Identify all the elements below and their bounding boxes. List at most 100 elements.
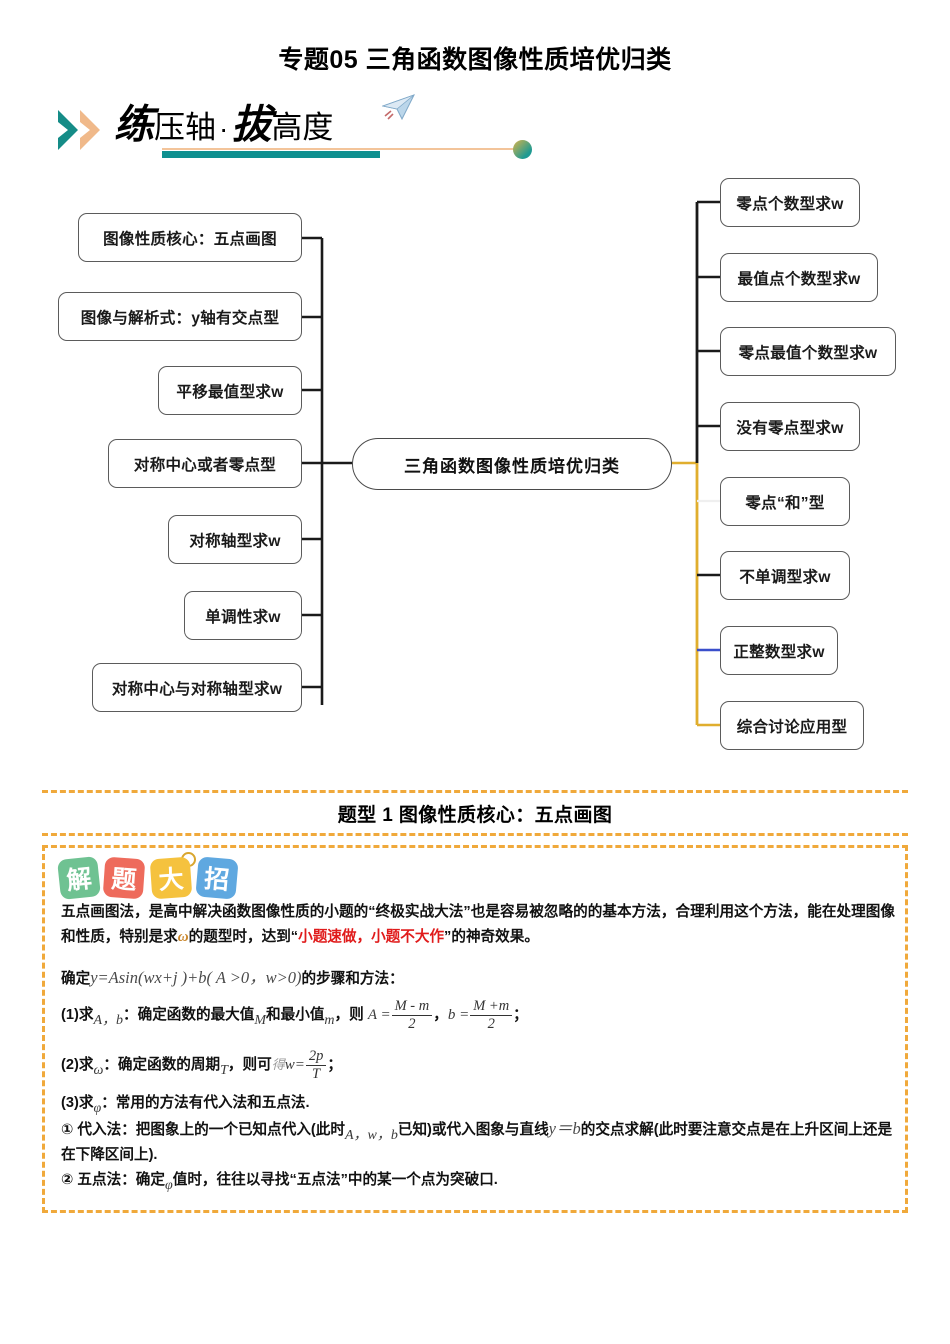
fraction-numerator: M - m [391,998,433,1016]
node-label: 零点最值个数型求w [738,344,878,362]
item-1-part-c: 的交点求解(此时要注意交点是在上升区间上还是在下降区间上). [61,1122,893,1163]
node-label: 对称轴型求w [189,532,281,550]
node-label: 综合讨论应用型 [736,718,848,736]
badge-tile-4: 招 [195,856,239,900]
mindmap-node-left-5[interactable]: 对称轴型求w [168,515,302,564]
banner-dot-sep: · [219,113,229,144]
intro-paragraph: 五点画图法，是高中解决函数图像性质的小题的“终极实战大法”也是容易被忽略的的基本… [61,900,895,950]
node-label: 零点“和”型 [745,494,825,512]
node-label: 单调性求w [205,608,281,626]
section-header-label: 题型 1 图像性质核心：五点画图 [337,804,613,826]
node-label: 对称中心与对称轴型求w [111,680,283,698]
mindmap-node-right-1[interactable]: 零点个数型求w [720,178,860,227]
item-2-line: ② 五点法：确定φ值时，往往以寻找“五点法”中的某一个点为突破口. [61,1168,895,1193]
node-label: 最值点个数型求w [737,270,861,288]
step-1-comma: ， [433,1007,448,1024]
step-2-period-symbol: T [220,1063,228,1079]
formula-prefix: 确定 [61,971,91,987]
banner-seg-1: 练 [114,102,154,147]
step-1-min-symbol: m [324,1013,335,1029]
intro-part-2: 的题型时，达到“ [188,929,299,945]
mindmap-node-right-4[interactable]: 没有零点型求w [720,402,860,451]
decorative-banner: 练压轴·拔高度 [52,86,572,166]
mindmap-node-right-7[interactable]: 正整数型求w [720,626,838,675]
banner-seg-2: 压轴 [154,110,216,145]
formula-line: 确定y=Asin(wx+j )+b( A >0，w>0)的步骤和方法： [61,965,895,992]
section-header: 题型 1 图像性质核心：五点画图 [42,790,908,836]
mindmap-node-right-8[interactable]: 综合讨论应用型 [720,701,864,750]
step-2-semicolon: ； [327,1057,342,1074]
step-1-A-eq: A = [367,1007,391,1024]
mindmap-node-left-1[interactable]: 图像性质核心：五点画图 [78,213,302,262]
item-1-vars: A，w，b [344,1128,398,1143]
intro-highlight: 小题速做，小题不大作 [298,929,445,945]
node-label: 图像与解析式：y轴有交点型 [80,309,280,327]
mindmap-node-left-2[interactable]: 图像与解析式：y轴有交点型 [58,292,302,341]
mindmap-node-left-3[interactable]: 平移最值型求w [158,366,302,415]
step-2-ghost-char: 得 [271,1057,285,1073]
banner-seg-4: 高度 [271,110,334,145]
mindmap-node-left-7[interactable]: 对称中心与对称轴型求w [92,663,302,712]
step-2-text-a: ：确定函数的周期 [103,1057,221,1074]
mindmap-node-right-5[interactable]: 零点“和”型 [720,477,850,526]
page-title: 专题05 三角函数图像性质培优归类 [278,46,672,74]
step-3-line: (3)求φ：常用的方法有代入法和五点法. [61,1091,895,1116]
content-box: 解 题 大 招 五点画图法，是高中解决函数图像性质的小题的“终极实战大法”也是容… [42,845,908,1213]
mindmap-node-right-3[interactable]: 零点最值个数型求w [720,327,896,376]
node-label: 不单调型求w [739,568,831,586]
node-label: 没有零点型求w [736,419,844,437]
step-1-text-c: ，则 [334,1007,364,1024]
badge-tile-2: 题 [102,856,146,900]
item-1-equation: y＝b [548,1119,581,1138]
banner-end-dot [513,140,532,159]
intro-part-1: 五点画图法，是高中解决函数图像性质的小题的“终极实战大法”也是容易被忽略的的基本… [61,904,895,945]
step-3-label: (3)求 [61,1095,94,1111]
badge-tile-3: 大 [149,856,193,900]
mindmap-node-right-2[interactable]: 最值点个数型求w [720,253,878,302]
chevron-right-icon-teal [56,108,82,152]
step-1-text-b: 和最小值 [266,1007,325,1024]
node-label: 正整数型求w [733,643,825,661]
mindmap-node-left-6[interactable]: 单调性求w [184,591,302,640]
step-1-text-a: ：确定函数的最大值 [123,1007,255,1024]
mindmap-center-label: 三角函数图像性质培优归类 [404,456,620,476]
step-2-label: (2)求 [61,1057,94,1074]
step-1-max-symbol: M [254,1013,267,1029]
intro-part-3: ”的神奇效果。 [444,929,539,945]
fraction-numerator: 2p [305,1048,327,1066]
item-2-part-b: 值时，往往以寻找“五点法”中的某一个点为突破口. [172,1172,498,1188]
formula-suffix: 的步骤和方法： [301,971,404,987]
chevron-right-icon-peach [78,108,104,152]
item-1-part-a: ① 代入法：把图象上的一个已知点代入(此时 [61,1122,345,1138]
item-1-line: ① 代入法：把图象上的一个已知点代入(此时A，w，b已知)或代入图象与直线y＝b… [61,1116,895,1168]
banner-seg-3: 拔 [231,102,272,147]
item-1-part-b: 已知)或代入图象与直线 [397,1122,549,1138]
fraction-denominator: 2 [487,1015,495,1032]
node-label: 图像性质核心：五点画图 [103,230,277,248]
step-1-b-eq: b = [447,1007,470,1024]
node-label: 零点个数型求w [736,195,844,213]
step-1-label: (1)求 [61,1007,94,1024]
node-label: 平移最值型求w [176,383,284,401]
step-3-text: ：常用的方法有代入法和五点法. [101,1095,310,1111]
step-1-semicolon: ； [513,1007,528,1024]
formula-main: y=Asin(wx+j )+b( A >0，w>0) [90,968,302,987]
step-3-phi: φ [93,1101,102,1116]
mindmap-center-node[interactable]: 三角函数图像性质培优归类 [352,438,672,490]
banner-rule-thick [162,151,380,158]
step-1-vars: A，b [93,1013,123,1029]
omega-symbol: ω [177,929,189,945]
mindmap-node-left-4[interactable]: 对称中心或者零点型 [108,439,302,488]
banner-text: 练压轴·拔高度 [114,92,333,150]
jieti-dazhao-badge: 解 题 大 招 [57,852,249,900]
step-2-omega: ω [93,1063,104,1079]
paper-plane-icon [381,94,416,121]
mindmap-node-right-6[interactable]: 不单调型求w [720,551,850,600]
badge-tile-1: 解 [57,856,101,900]
node-label: 对称中心或者零点型 [133,456,277,474]
